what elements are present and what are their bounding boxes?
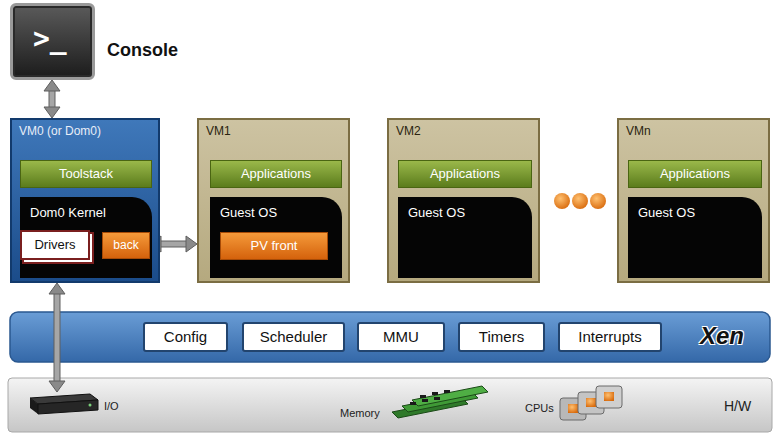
- io-device-side: [38, 400, 98, 414]
- node-label: Toolstack: [59, 167, 113, 182]
- arrow-head: [49, 283, 65, 294]
- hypervisor-band: Config Scheduler MMU Timers Interrupts Xen: [10, 312, 770, 362]
- node-label: Applications: [430, 167, 500, 182]
- node-label: VM2: [396, 125, 421, 139]
- node-label: Dom0 Kernel: [30, 206, 106, 221]
- guest-vm-box: ApplicationsGuest OS VM2: [387, 118, 540, 283]
- console-icon: >_Console: [10, 3, 95, 80]
- node-label: back: [113, 239, 138, 253]
- hardware-band-shape: [8, 378, 772, 432]
- hardware-band: I/O Memory CPUs H/W: [8, 378, 772, 432]
- component-box: Timers: [458, 322, 545, 352]
- node-label: Drivers: [34, 238, 75, 253]
- guest-vm-box: Applications PV front Guest OS VM1: [197, 118, 350, 283]
- node-label: Guest OS: [220, 206, 277, 221]
- node-label: MMU: [383, 328, 419, 345]
- component-box: Interrupts: [558, 322, 662, 352]
- double-arrow: [49, 283, 65, 392]
- guest-os-area: Guest OS: [628, 197, 762, 278]
- drivers-box: Drivers: [20, 230, 90, 260]
- cpu-chips: [560, 386, 622, 420]
- arrow-shaft: [159, 242, 188, 247]
- xen-band-shape: [10, 312, 770, 362]
- arrow-shaft: [55, 292, 60, 383]
- node-label: PV front: [251, 239, 298, 254]
- arrow-head: [44, 107, 60, 118]
- node-label: CPUs: [525, 402, 554, 415]
- applications-bar: Applications: [210, 160, 342, 188]
- backend-box: back: [102, 232, 150, 259]
- node-label: VM1: [206, 125, 231, 139]
- node-label: Applications: [241, 167, 311, 182]
- double-arrow: [44, 80, 60, 118]
- node-label: Timers: [479, 328, 524, 345]
- arrow-head: [44, 80, 60, 91]
- node-label: Xen: [700, 322, 744, 350]
- io-device-front: [30, 398, 38, 414]
- node-label: Guest OS: [408, 206, 465, 221]
- ellipsis-dots: [554, 193, 606, 209]
- node-label: Config: [164, 328, 207, 345]
- io-device-icon: [26, 392, 100, 416]
- component-box: MMU: [357, 322, 445, 352]
- guest-vm-box: ApplicationsGuest OS VMn: [617, 118, 770, 283]
- guest-os-area: PV front Guest OS: [210, 197, 342, 278]
- toolstack-bar: Toolstack: [20, 160, 152, 188]
- node-label: Scheduler: [260, 328, 328, 345]
- applications-bar: Applications: [628, 160, 762, 188]
- memory-sticks: [392, 386, 488, 418]
- node-label: H/W: [724, 398, 751, 414]
- arrow-shaft-outline: [159, 241, 188, 248]
- node-label: Applications: [660, 167, 730, 182]
- io-device: I/O: [26, 392, 126, 418]
- node-label: Interrupts: [578, 328, 641, 345]
- node-label: I/O: [104, 400, 119, 413]
- node-label: Guest OS: [638, 206, 695, 221]
- node-label: VM0 (or Dom0): [19, 125, 101, 139]
- applications-bar: Applications: [398, 160, 532, 188]
- node-label: >_: [33, 23, 67, 55]
- frontend-box: PV front: [220, 232, 328, 260]
- guest-os-area: Guest OS: [398, 197, 532, 278]
- component-box: Config: [143, 322, 228, 352]
- arrow-head: [49, 381, 65, 392]
- node-label: Console: [107, 40, 178, 61]
- component-box: Scheduler: [242, 322, 345, 352]
- arrow-shaft-outline: [49, 89, 56, 109]
- node-label: Memory: [340, 407, 380, 420]
- kernel-area: Drivers back Dom0 Kernel: [20, 197, 152, 278]
- node-label: VMn: [626, 125, 651, 139]
- arrow-head: [186, 236, 197, 252]
- arrow-shaft: [50, 89, 55, 109]
- arrow-shaft-outline: [54, 292, 61, 383]
- dom0-vm-box: ToolstackDrivers back Dom0 Kernel VM0 (or D…: [10, 118, 160, 283]
- io-device-led: [89, 404, 92, 407]
